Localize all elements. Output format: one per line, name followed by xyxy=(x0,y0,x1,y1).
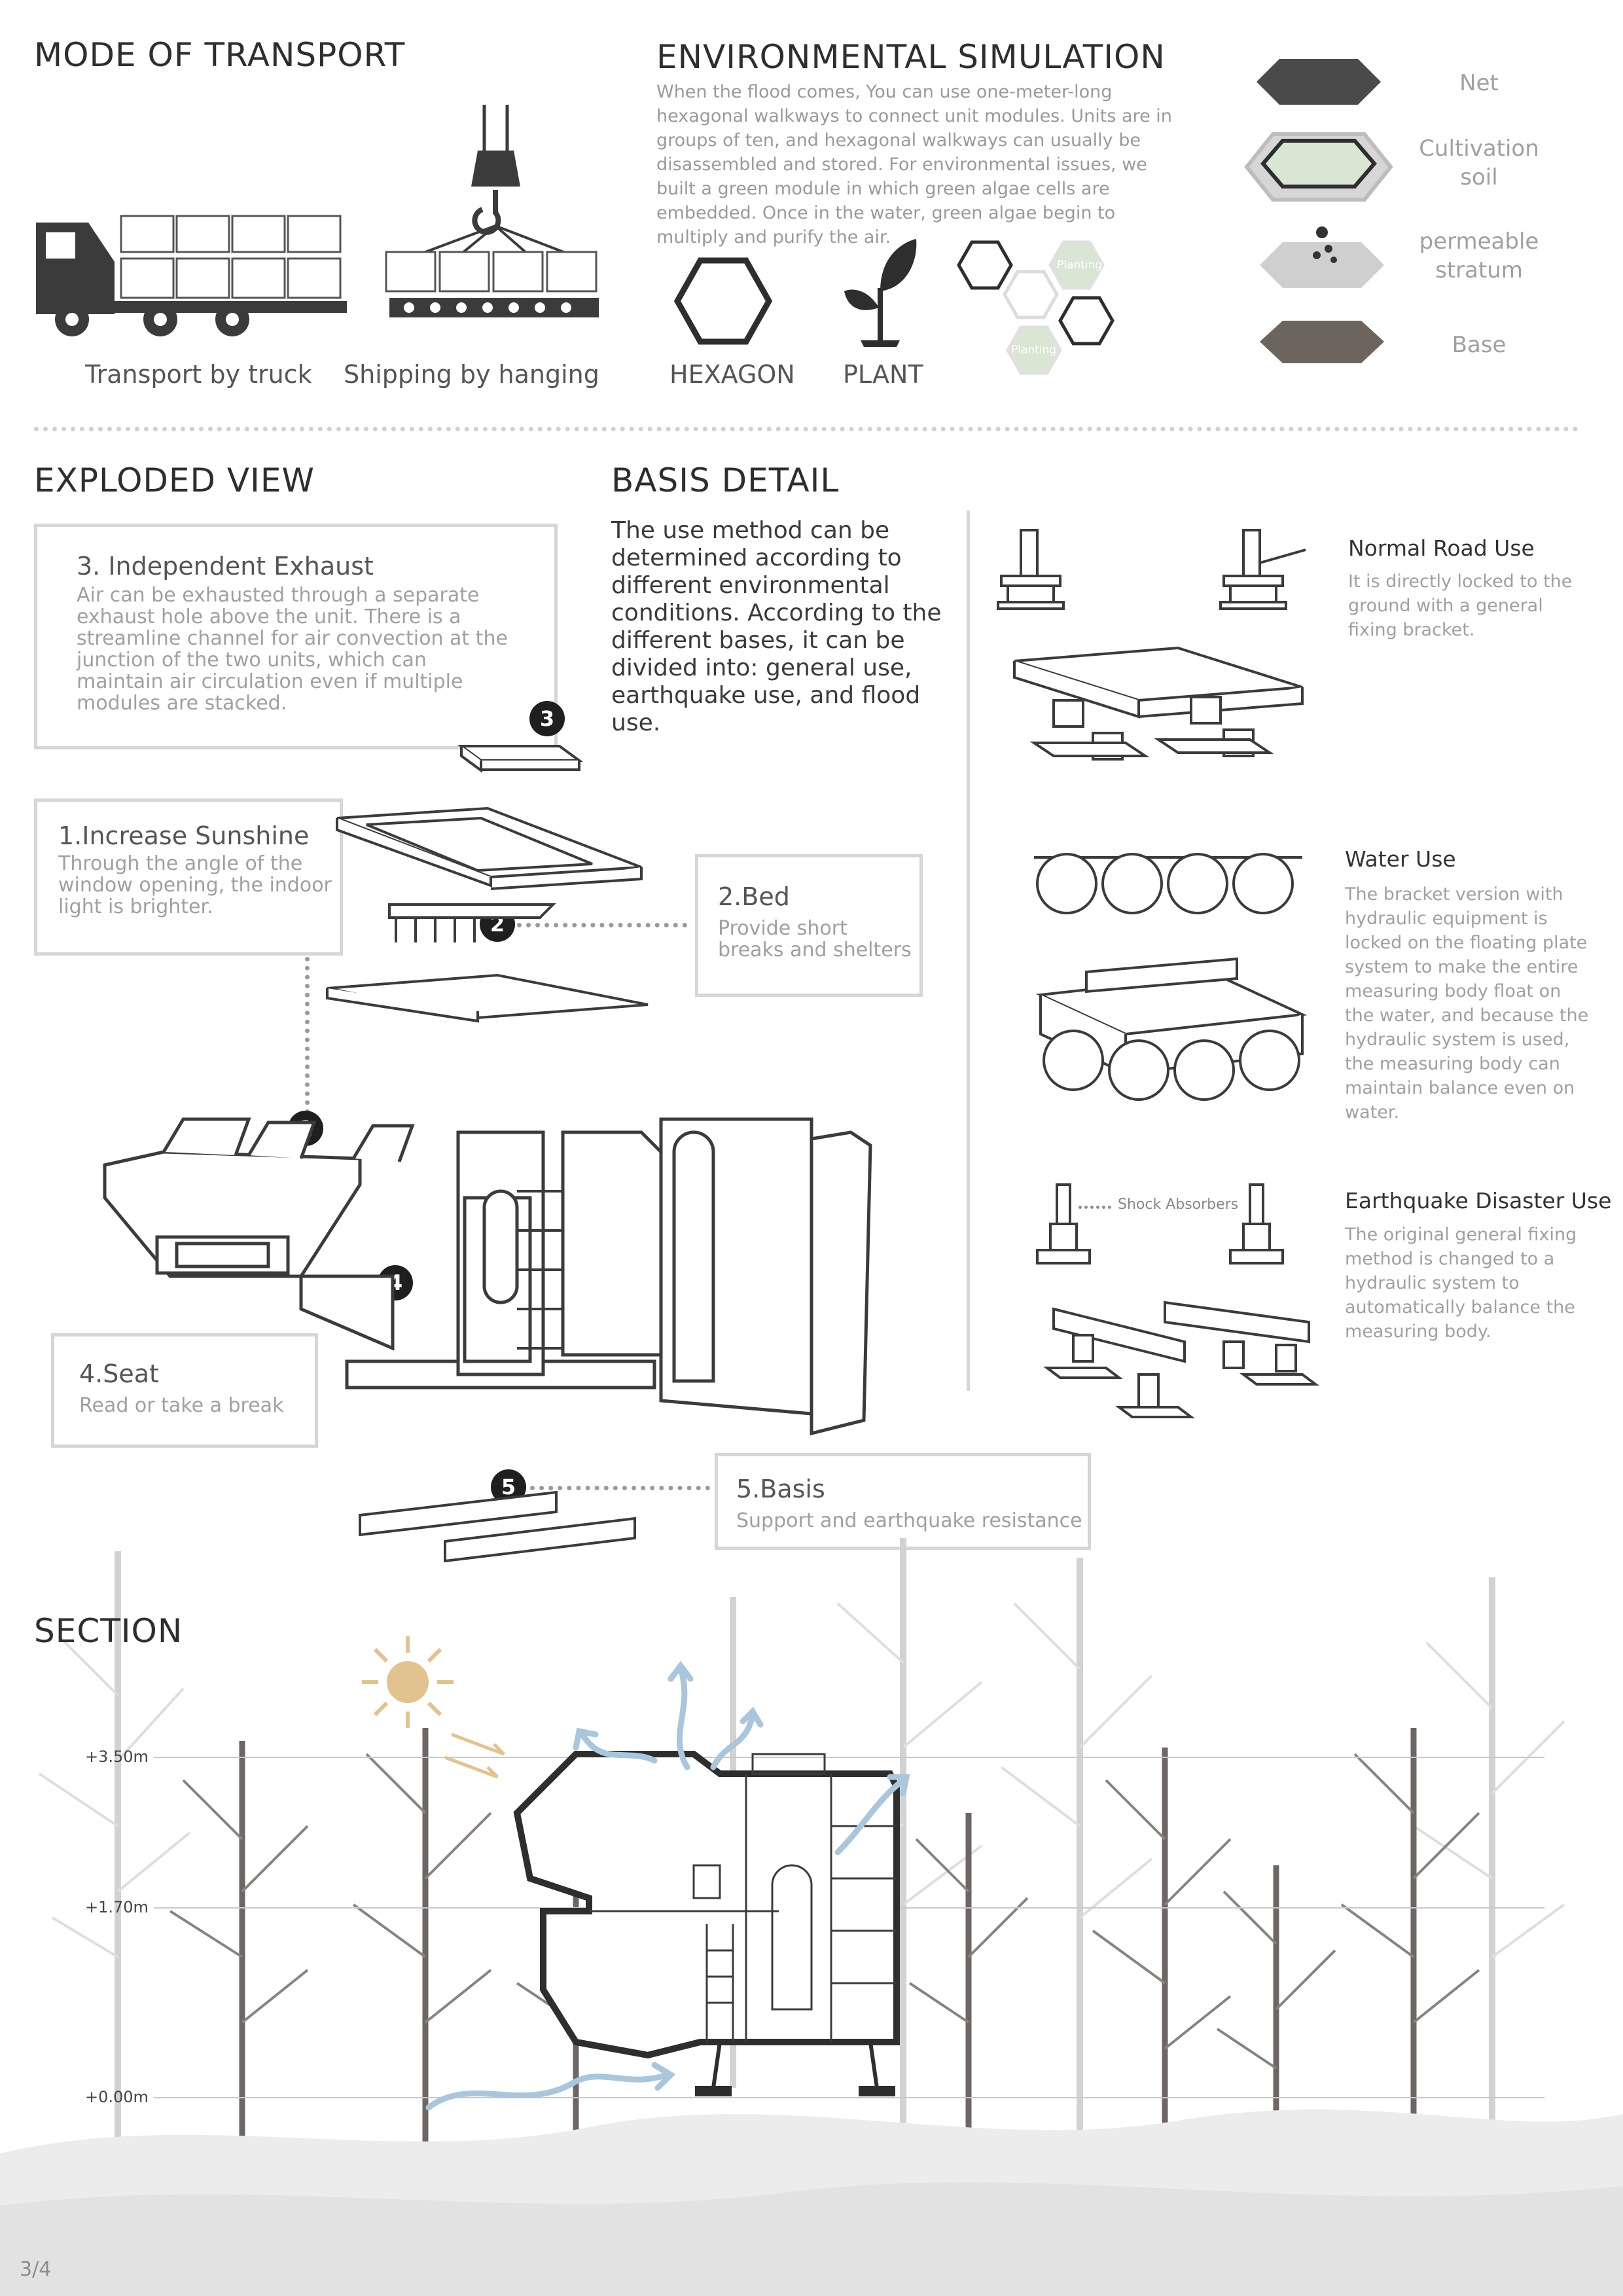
shock-absorber-label: Shock Absorbers xyxy=(1118,1196,1239,1213)
callout-basis-title: 5.Basis xyxy=(736,1475,825,1503)
level-000: +0.00m xyxy=(85,2088,149,2106)
callout-exhaust-desc: Air can be exhausted through a separate … xyxy=(77,584,508,715)
layer-label-permeable: permeable stratum xyxy=(1419,228,1539,283)
callout-seat-title: 4.Seat xyxy=(79,1359,159,1388)
transport-title: MODE OF TRANSPORT xyxy=(34,36,406,74)
page-number: 3/4 xyxy=(20,2258,52,2281)
exploded-main-module xyxy=(103,1117,872,1436)
env-description: When the flood comes, You can use one-me… xyxy=(656,82,1172,247)
airflow-arrows xyxy=(425,1660,910,2111)
callout-seat: 4.Seat Read or take a break xyxy=(51,1333,318,1448)
water-use-floats xyxy=(1034,853,1308,1101)
leader-sunshine xyxy=(305,957,310,1114)
layer-net-hexagon xyxy=(1257,59,1381,105)
callout-sunshine: 1.Increase Sunshine Through the angle of… xyxy=(34,798,343,956)
truck-illustration xyxy=(36,215,347,336)
level-170: +1.70m xyxy=(85,1898,149,1916)
callout-exhaust: 3. Independent Exhaust Air can be exhaus… xyxy=(34,524,558,749)
earthquake-title: Earthquake Disaster Use xyxy=(1345,1188,1612,1213)
layer-soil-hexagon xyxy=(1244,132,1393,202)
exploded-base-beams xyxy=(359,1490,636,1563)
planting-tag-1: Planting xyxy=(1057,259,1103,272)
hang-caption: Shipping by hanging xyxy=(344,360,599,389)
marker-3: 3 xyxy=(529,701,565,736)
water-use-desc: The bracket version with hydraulic equip… xyxy=(1345,884,1589,1122)
truck-caption: Transport by truck xyxy=(85,360,312,389)
plant-label: PLANT xyxy=(843,360,923,389)
plant-icon xyxy=(844,239,917,347)
water-use-title: Water Use xyxy=(1345,846,1456,872)
section-divider xyxy=(34,427,1578,431)
normal-road-brackets xyxy=(997,529,1306,761)
section-module-cutaway xyxy=(513,1751,900,2096)
hexagon-label: HEXAGON xyxy=(669,360,795,389)
level-350: +3.50m xyxy=(85,1748,149,1766)
section-title: SECTION xyxy=(34,1612,183,1650)
normal-road-desc: It is directly locked to the ground with… xyxy=(1348,571,1573,640)
callout-bed: 2.Bed Provide short breaks and shelters xyxy=(695,854,923,997)
sun-icon xyxy=(362,1636,454,1728)
leader-bed xyxy=(517,923,687,927)
callout-seat-desc: Read or take a break xyxy=(79,1394,284,1417)
section-tree-backdrop xyxy=(0,1538,1623,2296)
basis-divider xyxy=(967,511,970,1391)
hexagon-icon xyxy=(673,257,773,345)
callout-basis-desc: Support and earthquake resistance xyxy=(736,1509,1082,1532)
normal-road-title: Normal Road Use xyxy=(1348,535,1535,561)
layer-label-net: Net xyxy=(1459,70,1499,96)
planting-tag-2: Planting xyxy=(1011,344,1057,357)
callout-bed-title: 2.Bed xyxy=(718,882,790,911)
hexagon-cluster-diagram xyxy=(957,240,1115,375)
layer-permeable-hexagon xyxy=(1260,226,1384,288)
callout-bed-desc: Provide short breaks and shelters xyxy=(718,917,912,961)
earthquake-shock-absorbers xyxy=(1036,1183,1319,1418)
shock-absorber-leader xyxy=(1079,1206,1111,1209)
callout-exhaust-title: 3. Independent Exhaust xyxy=(77,552,374,581)
leader-basis xyxy=(530,1486,710,1490)
basis-detail-text: The use method can be determined accordi… xyxy=(611,517,942,736)
callout-sunshine-desc: Through the angle of the window opening,… xyxy=(58,852,332,918)
env-title: ENVIRONMENTAL SIMULATION xyxy=(656,38,1166,76)
exploded-title: EXPLODED VIEW xyxy=(34,461,315,499)
layer-label-base: Base xyxy=(1452,332,1507,358)
exploded-roof-parts xyxy=(326,745,649,1023)
earthquake-desc: The original general fixing method is ch… xyxy=(1345,1225,1577,1342)
layer-label-soil: Cultivation soil xyxy=(1419,135,1539,190)
sunlight-arrows xyxy=(444,1732,505,1779)
layer-base-hexagon xyxy=(1260,321,1384,363)
basis-detail-title: BASIS DETAIL xyxy=(611,461,840,499)
callout-sunshine-title: 1.Increase Sunshine xyxy=(58,821,310,850)
crane-hook-illustration xyxy=(385,105,599,317)
